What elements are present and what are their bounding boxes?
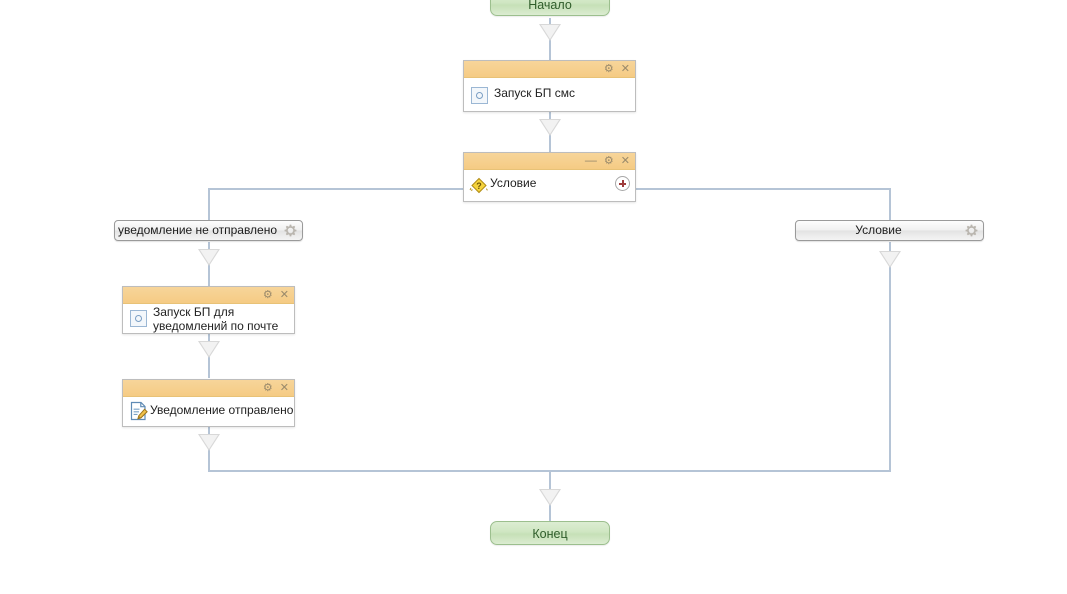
gear-icon[interactable]: ⚙ <box>603 63 614 75</box>
node-task-sms-body: Запуск БП смс <box>464 78 635 112</box>
document-edit-icon <box>128 400 150 422</box>
node-condition-header: — ⚙ ✕ <box>464 153 635 170</box>
node-task-sms-label: Запуск БП смс <box>494 86 575 100</box>
gear-icon[interactable]: ⚙ <box>603 155 614 167</box>
arrow-start-to-sms <box>539 24 561 41</box>
node-task-notified-body: Уведомление отправлено <box>123 397 294 427</box>
branch-button-left[interactable]: уведомление не отправлено <box>114 220 303 241</box>
process-circle-icon <box>471 87 488 104</box>
gear-icon[interactable] <box>284 224 297 237</box>
connector-split-to-branch-right <box>889 188 891 221</box>
node-condition[interactable]: — ⚙ ✕ ? Условие <box>463 152 636 202</box>
node-task-notified[interactable]: ⚙ ✕ Уведомление отправлено <box>122 379 295 427</box>
node-end[interactable]: Конец <box>490 521 610 545</box>
close-icon[interactable]: ✕ <box>279 289 289 301</box>
arrow-mail-to-notified <box>198 341 220 358</box>
process-circle-icon <box>130 310 147 327</box>
arrow-branch-left-to-mail <box>198 249 220 266</box>
add-branch-button[interactable] <box>615 176 630 191</box>
connector-branch-right-to-merge <box>889 242 891 472</box>
node-task-sms[interactable]: ⚙ ✕ Запуск БП смс <box>463 60 636 112</box>
svg-text:?: ? <box>476 181 482 191</box>
node-condition-label: Условие <box>490 176 537 190</box>
connector-split-to-branch-left <box>208 188 210 221</box>
node-task-mail-label: Запуск БП для уведомлений по почте <box>153 305 279 333</box>
gear-icon[interactable]: ⚙ <box>262 382 273 394</box>
node-task-sms-tools: ⚙ ✕ <box>604 61 630 78</box>
node-task-sms-header: ⚙ ✕ <box>464 61 635 78</box>
node-task-notified-tools: ⚙ ✕ <box>263 380 289 397</box>
node-condition-body: ? Условие <box>464 170 635 202</box>
connector-condition-split-right <box>635 188 891 190</box>
branch-button-left-label: уведомление не отправлено <box>117 223 278 237</box>
arrow-notified-to-merge <box>198 434 220 451</box>
node-start-label: Начало <box>528 0 572 12</box>
node-task-notified-header: ⚙ ✕ <box>123 380 294 397</box>
gear-icon[interactable]: ⚙ <box>262 289 273 301</box>
close-icon[interactable]: ✕ <box>279 382 289 394</box>
node-end-label: Конец <box>532 527 568 541</box>
arrow-merge-to-end <box>539 489 561 506</box>
branch-button-right[interactable]: Условие <box>795 220 984 241</box>
arrow-branch-right <box>879 251 901 268</box>
gear-icon[interactable] <box>965 224 978 237</box>
close-icon[interactable]: ✕ <box>620 155 630 167</box>
arrow-sms-to-condition <box>539 119 561 136</box>
minimize-icon[interactable]: — <box>584 152 597 167</box>
node-start[interactable]: Начало <box>490 0 610 16</box>
node-condition-tools: — ⚙ ✕ <box>585 153 630 170</box>
node-task-mail-header: ⚙ ✕ <box>123 287 294 304</box>
condition-diamond-icon: ? <box>469 176 489 196</box>
branch-button-right-label: Условие <box>855 223 902 237</box>
close-icon[interactable]: ✕ <box>620 63 630 75</box>
node-task-mail-tools: ⚙ ✕ <box>263 287 289 304</box>
node-task-notified-label: Уведомление отправлено <box>150 403 294 417</box>
connector-condition-split-left <box>208 188 464 190</box>
node-task-mail[interactable]: ⚙ ✕ Запуск БП для уведомлений по почте <box>122 286 295 334</box>
node-task-mail-body: Запуск БП для уведомлений по почте <box>123 304 294 334</box>
